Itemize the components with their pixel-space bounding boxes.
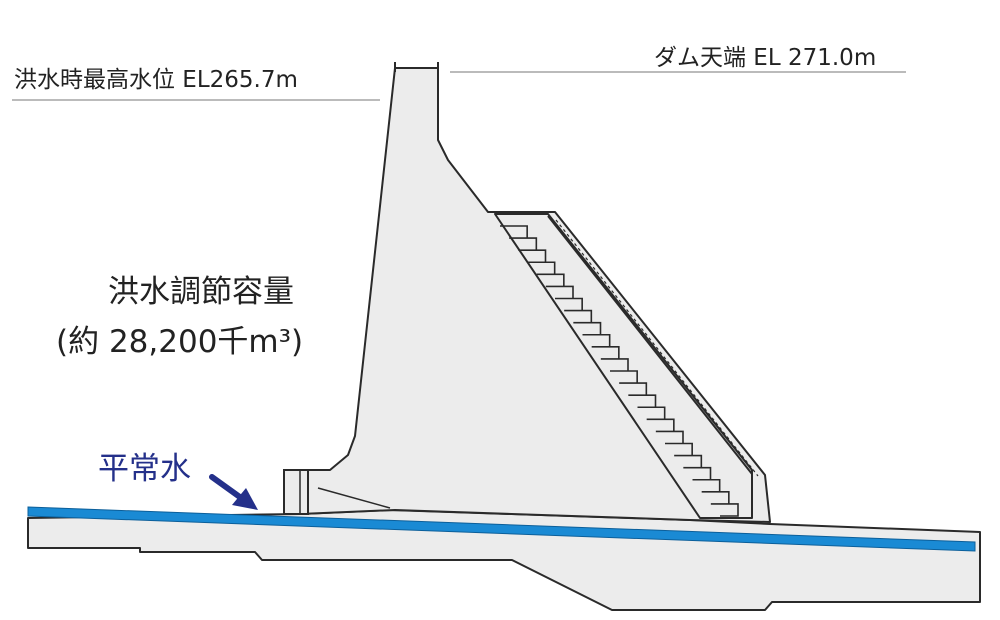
normal-water-arrow	[209, 474, 258, 510]
flood-high-water-level-label: 洪水時最高水位 EL265.7m	[14, 67, 298, 93]
spillway-rail-2	[555, 219, 759, 477]
dam-crest-elevation-label: ダム天端 EL 271.0m	[654, 45, 877, 71]
gallery-line	[317, 487, 391, 509]
normal-water-surface	[27, 506, 976, 552]
flood-control-capacity-value: (約 28,200千m³)	[56, 324, 304, 360]
flood-control-capacity-title: 洪水調節容量	[108, 274, 294, 310]
spillway-chute	[494, 213, 753, 519]
spillway-rail-1	[547, 215, 753, 475]
normal-water-label: 平常水	[98, 451, 191, 487]
intake-structure	[283, 469, 309, 515]
